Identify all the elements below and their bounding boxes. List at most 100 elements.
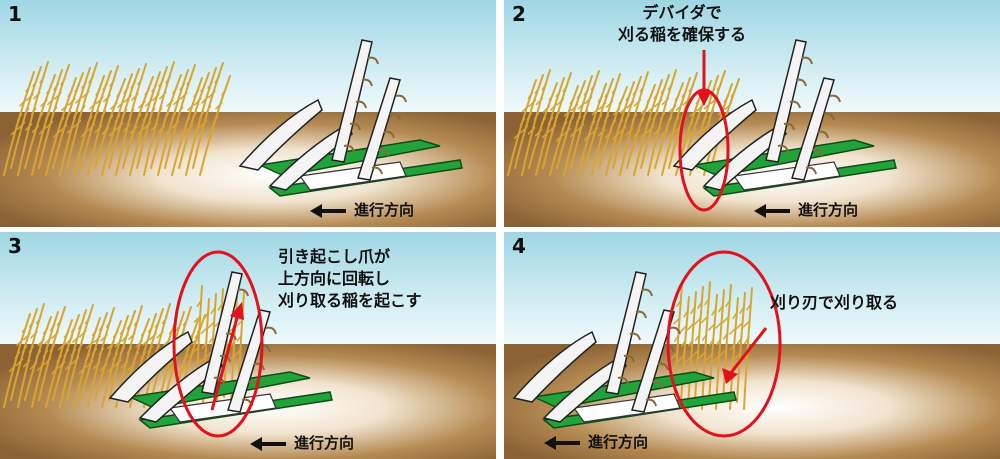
rice-stalk [661, 77, 691, 176]
rice-grain [534, 129, 543, 137]
rice-grain [121, 334, 129, 342]
rice-stalk [612, 76, 642, 169]
red-arrowhead-icon [230, 302, 244, 320]
rice-grain [569, 96, 576, 105]
rice-grain [576, 91, 583, 100]
rice-grain [732, 311, 738, 320]
rice-stalk [743, 287, 753, 410]
rice-grain [196, 299, 202, 308]
rice-grain [120, 360, 129, 369]
rice-grain [63, 330, 70, 339]
rice-grain [86, 115, 93, 124]
rice-grain [186, 77, 192, 86]
rice-grain [691, 349, 700, 357]
rice-stalk [87, 307, 115, 408]
rice-grain [682, 97, 691, 106]
callout-line: 刈り刃で刈り取る [770, 293, 899, 312]
rice-grain [65, 337, 73, 345]
raising-claw [783, 122, 795, 131]
rice-stalk [185, 67, 217, 176]
rice-grain [660, 129, 669, 137]
rice-stalk [722, 284, 732, 403]
rice-stalk [45, 77, 77, 176]
rice-grain [163, 112, 170, 120]
rice-grain [526, 112, 533, 120]
divider-left [512, 330, 597, 403]
rice-stalk [694, 286, 704, 403]
rice-grain [203, 311, 209, 320]
rice-grain [107, 341, 115, 350]
rice-grain [26, 93, 34, 102]
rice-grain [729, 342, 736, 351]
rice-stalk [10, 308, 38, 401]
rice-grain [143, 121, 152, 130]
rice-stalk [52, 314, 80, 401]
rice-grain [715, 338, 722, 346]
rice-grain [73, 120, 82, 128]
rice-grain [681, 134, 690, 142]
rice-grain [711, 308, 717, 316]
rice-stalk [38, 306, 66, 401]
rice-grain [122, 124, 131, 132]
rice-grain [56, 354, 63, 363]
rice-grain [40, 99, 48, 107]
rice-stalk [192, 62, 224, 169]
rice-grain [676, 299, 682, 307]
rice-grain [729, 327, 737, 335]
rice-grain [541, 82, 548, 91]
rice-grain [59, 124, 68, 132]
direction-label: 進行方向 [754, 199, 858, 220]
rice-stalk [150, 74, 182, 169]
rice-grain [590, 127, 599, 135]
rice-grain [675, 103, 684, 111]
rice-stalk [24, 74, 56, 169]
rice-grain [207, 321, 216, 329]
raising-claw [789, 100, 801, 109]
rice-grain [96, 96, 104, 104]
rice-grain [673, 117, 680, 125]
rice-stalk [528, 82, 558, 169]
rice-grain [138, 100, 146, 109]
rice-grain [739, 306, 745, 314]
callout-line: デバイダで [642, 3, 722, 22]
rice-grain [98, 347, 105, 356]
rice-grain [147, 345, 154, 354]
rice-grain [674, 93, 681, 101]
rice-grain [54, 92, 62, 100]
rice-grain [604, 89, 611, 98]
raising-claw [349, 122, 361, 131]
rice-grain [554, 111, 561, 119]
rice-grain [696, 103, 705, 112]
rice-grain [95, 88, 101, 96]
rice-stalk [164, 64, 196, 169]
rice-grain [681, 89, 688, 98]
rice-grain [21, 345, 28, 354]
rice-stalk [563, 75, 593, 176]
rice-grain [151, 84, 157, 93]
rice-grain [129, 126, 138, 134]
rice-stalk [577, 83, 607, 176]
rice-grain [645, 118, 652, 126]
rice-stalk [52, 72, 84, 169]
rice-grain [77, 321, 84, 330]
rice-stalk [24, 316, 52, 401]
rice-grain [140, 351, 147, 359]
rice-stalk [87, 65, 119, 176]
rice-grain [701, 115, 708, 124]
rice-grain [49, 323, 56, 332]
rice-grain [30, 107, 37, 116]
scene-illustration [0, 232, 496, 459]
rice-grain [236, 334, 243, 342]
rice-grain [617, 119, 624, 127]
rice-grain [23, 332, 31, 341]
highlight-ellipse [172, 250, 264, 438]
rice-stalk [59, 67, 91, 176]
rice-grain [166, 99, 174, 107]
rice-grain [22, 359, 31, 368]
rice-grain [45, 120, 54, 129]
rice-stalk [108, 310, 136, 401]
rice-grain [116, 89, 122, 98]
rice-grain [653, 127, 662, 135]
rice-grain [611, 132, 620, 140]
rice-grain [133, 318, 140, 326]
